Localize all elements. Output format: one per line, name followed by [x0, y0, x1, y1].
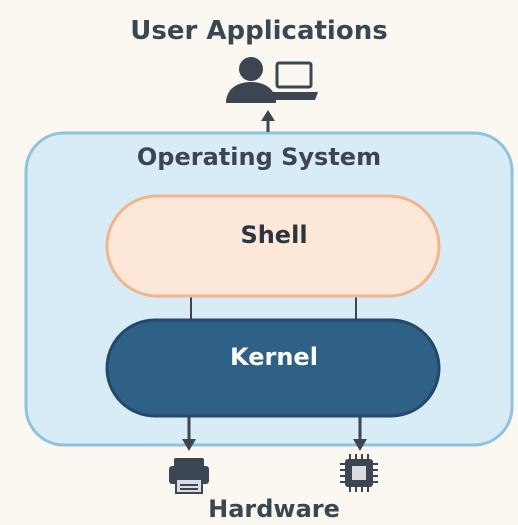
arrow-to-chip	[353, 415, 367, 451]
kernel-label: Kernel	[230, 343, 318, 371]
operating-system-label: Operating System	[136, 143, 382, 171]
arrow-to-printer	[182, 415, 196, 451]
user-applications-label: User Applications	[130, 16, 388, 46]
laptop-icon	[270, 61, 318, 100]
printer-icon	[169, 458, 209, 494]
hardware-label: Hardware	[208, 495, 340, 523]
user-icon	[226, 57, 276, 103]
cpu-chip-icon	[340, 454, 378, 492]
arrow-to-user-applications	[261, 110, 275, 132]
kernel-box	[105, 318, 441, 418]
shell-box	[105, 194, 441, 298]
shell-label: Shell	[240, 221, 308, 249]
